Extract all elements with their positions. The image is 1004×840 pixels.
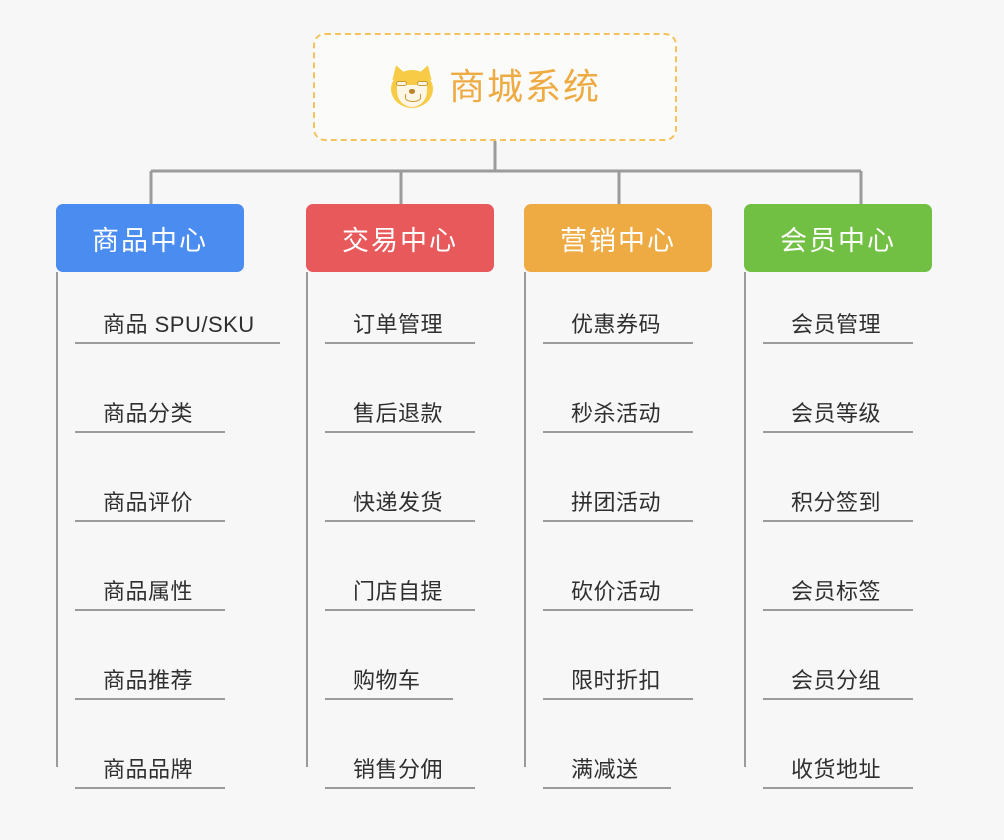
branch-营销中心: 营销中心 优惠券码 秒杀活动 拼团活动 砍价活动 限时折扣 满减送 — [524, 204, 714, 789]
leaf-list-2: 优惠券码 秒杀活动 拼团活动 砍价活动 限时折扣 满减送 — [524, 272, 714, 789]
leaf-label: 订单管理 — [353, 311, 444, 337]
leaf-item[interactable]: 优惠券码 — [543, 272, 693, 344]
leaf-label: 商品属性 — [103, 578, 194, 604]
leaf-label: 收货地址 — [791, 756, 882, 782]
leaf-label: 砍价活动 — [571, 578, 662, 604]
branch-header-label-0: 商品中心 — [92, 225, 208, 256]
leaf-item[interactable]: 积分签到 — [763, 433, 913, 522]
leaf-item[interactable]: 拼团活动 — [543, 433, 693, 522]
leaf-label: 售后退款 — [353, 400, 444, 426]
leaf-item[interactable]: 商品推荐 — [75, 611, 225, 700]
leaf-label: 限时折扣 — [571, 667, 662, 693]
leaf-label: 秒杀活动 — [571, 400, 662, 426]
leaf-item[interactable]: 购物车 — [325, 611, 453, 700]
leaf-label: 购物车 — [353, 667, 421, 693]
leaf-item[interactable]: 商品评价 — [75, 433, 225, 522]
branch-header-3[interactable]: 会员中心 — [744, 204, 932, 272]
leaf-label: 会员等级 — [791, 400, 882, 426]
leaf-label: 商品推荐 — [103, 667, 194, 693]
leaf-label: 积分签到 — [791, 489, 882, 515]
leaf-label: 商品品牌 — [103, 756, 194, 782]
leaf-item[interactable]: 秒杀活动 — [543, 344, 693, 433]
leaf-label: 拼团活动 — [571, 489, 662, 515]
leaf-label: 会员分组 — [791, 667, 882, 693]
leaf-label: 快递发货 — [353, 489, 444, 515]
leaf-label: 门店自提 — [353, 578, 444, 604]
leaf-label: 商品评价 — [103, 489, 194, 515]
leaf-label: 商品 SPU/SKU — [103, 311, 255, 337]
branch-header-1[interactable]: 交易中心 — [306, 204, 494, 272]
branch-交易中心: 交易中心 订单管理 售后退款 快递发货 门店自提 购物车 销售分佣 — [306, 204, 496, 789]
branch-header-0[interactable]: 商品中心 — [56, 204, 244, 272]
leaf-item[interactable]: 满减送 — [543, 700, 671, 789]
leaf-label: 优惠券码 — [571, 311, 662, 337]
leaf-list-3: 会员管理 会员等级 积分签到 会员标签 会员分组 收货地址 — [744, 272, 934, 789]
shiba-dog-icon — [388, 62, 436, 110]
leaf-item[interactable]: 商品品牌 — [75, 700, 225, 789]
branch-会员中心: 会员中心 会员管理 会员等级 积分签到 会员标签 会员分组 收货地址 — [744, 204, 934, 789]
leaf-list-1: 订单管理 售后退款 快递发货 门店自提 购物车 销售分佣 — [306, 272, 496, 789]
leaf-label: 会员标签 — [791, 578, 882, 604]
leaf-item[interactable]: 商品属性 — [75, 522, 225, 611]
branch-header-2[interactable]: 营销中心 — [524, 204, 712, 272]
leaf-label: 会员管理 — [791, 311, 882, 337]
leaf-label: 销售分佣 — [353, 756, 444, 782]
branch-header-label-2: 营销中心 — [560, 225, 676, 256]
leaf-label: 满减送 — [571, 756, 639, 782]
leaf-item[interactable]: 会员管理 — [763, 272, 913, 344]
leaf-item[interactable]: 售后退款 — [325, 344, 475, 433]
root-node[interactable]: 商城系统 — [313, 33, 677, 141]
leaf-item[interactable]: 会员标签 — [763, 522, 913, 611]
leaf-item[interactable]: 商品 SPU/SKU — [75, 272, 280, 344]
branch-商品中心: 商品中心 商品 SPU/SKU 商品分类 商品评价 商品属性 商品推荐 商品品牌 — [56, 204, 280, 789]
root-title: 商城系统 — [448, 66, 601, 107]
leaf-item[interactable]: 订单管理 — [325, 272, 475, 344]
leaf-item[interactable]: 快递发货 — [325, 433, 475, 522]
leaf-item[interactable]: 会员分组 — [763, 611, 913, 700]
branch-header-label-3: 会员中心 — [780, 225, 896, 256]
leaf-item[interactable]: 限时折扣 — [543, 611, 693, 700]
leaf-item[interactable]: 收货地址 — [763, 700, 913, 789]
branch-header-label-1: 交易中心 — [342, 225, 458, 256]
leaf-item[interactable]: 会员等级 — [763, 344, 913, 433]
leaf-item[interactable]: 砍价活动 — [543, 522, 693, 611]
leaf-item[interactable]: 商品分类 — [75, 344, 225, 433]
leaf-label: 商品分类 — [103, 400, 194, 426]
leaf-item[interactable]: 销售分佣 — [325, 700, 475, 789]
leaf-list-0: 商品 SPU/SKU 商品分类 商品评价 商品属性 商品推荐 商品品牌 — [56, 272, 280, 789]
leaf-item[interactable]: 门店自提 — [325, 522, 475, 611]
